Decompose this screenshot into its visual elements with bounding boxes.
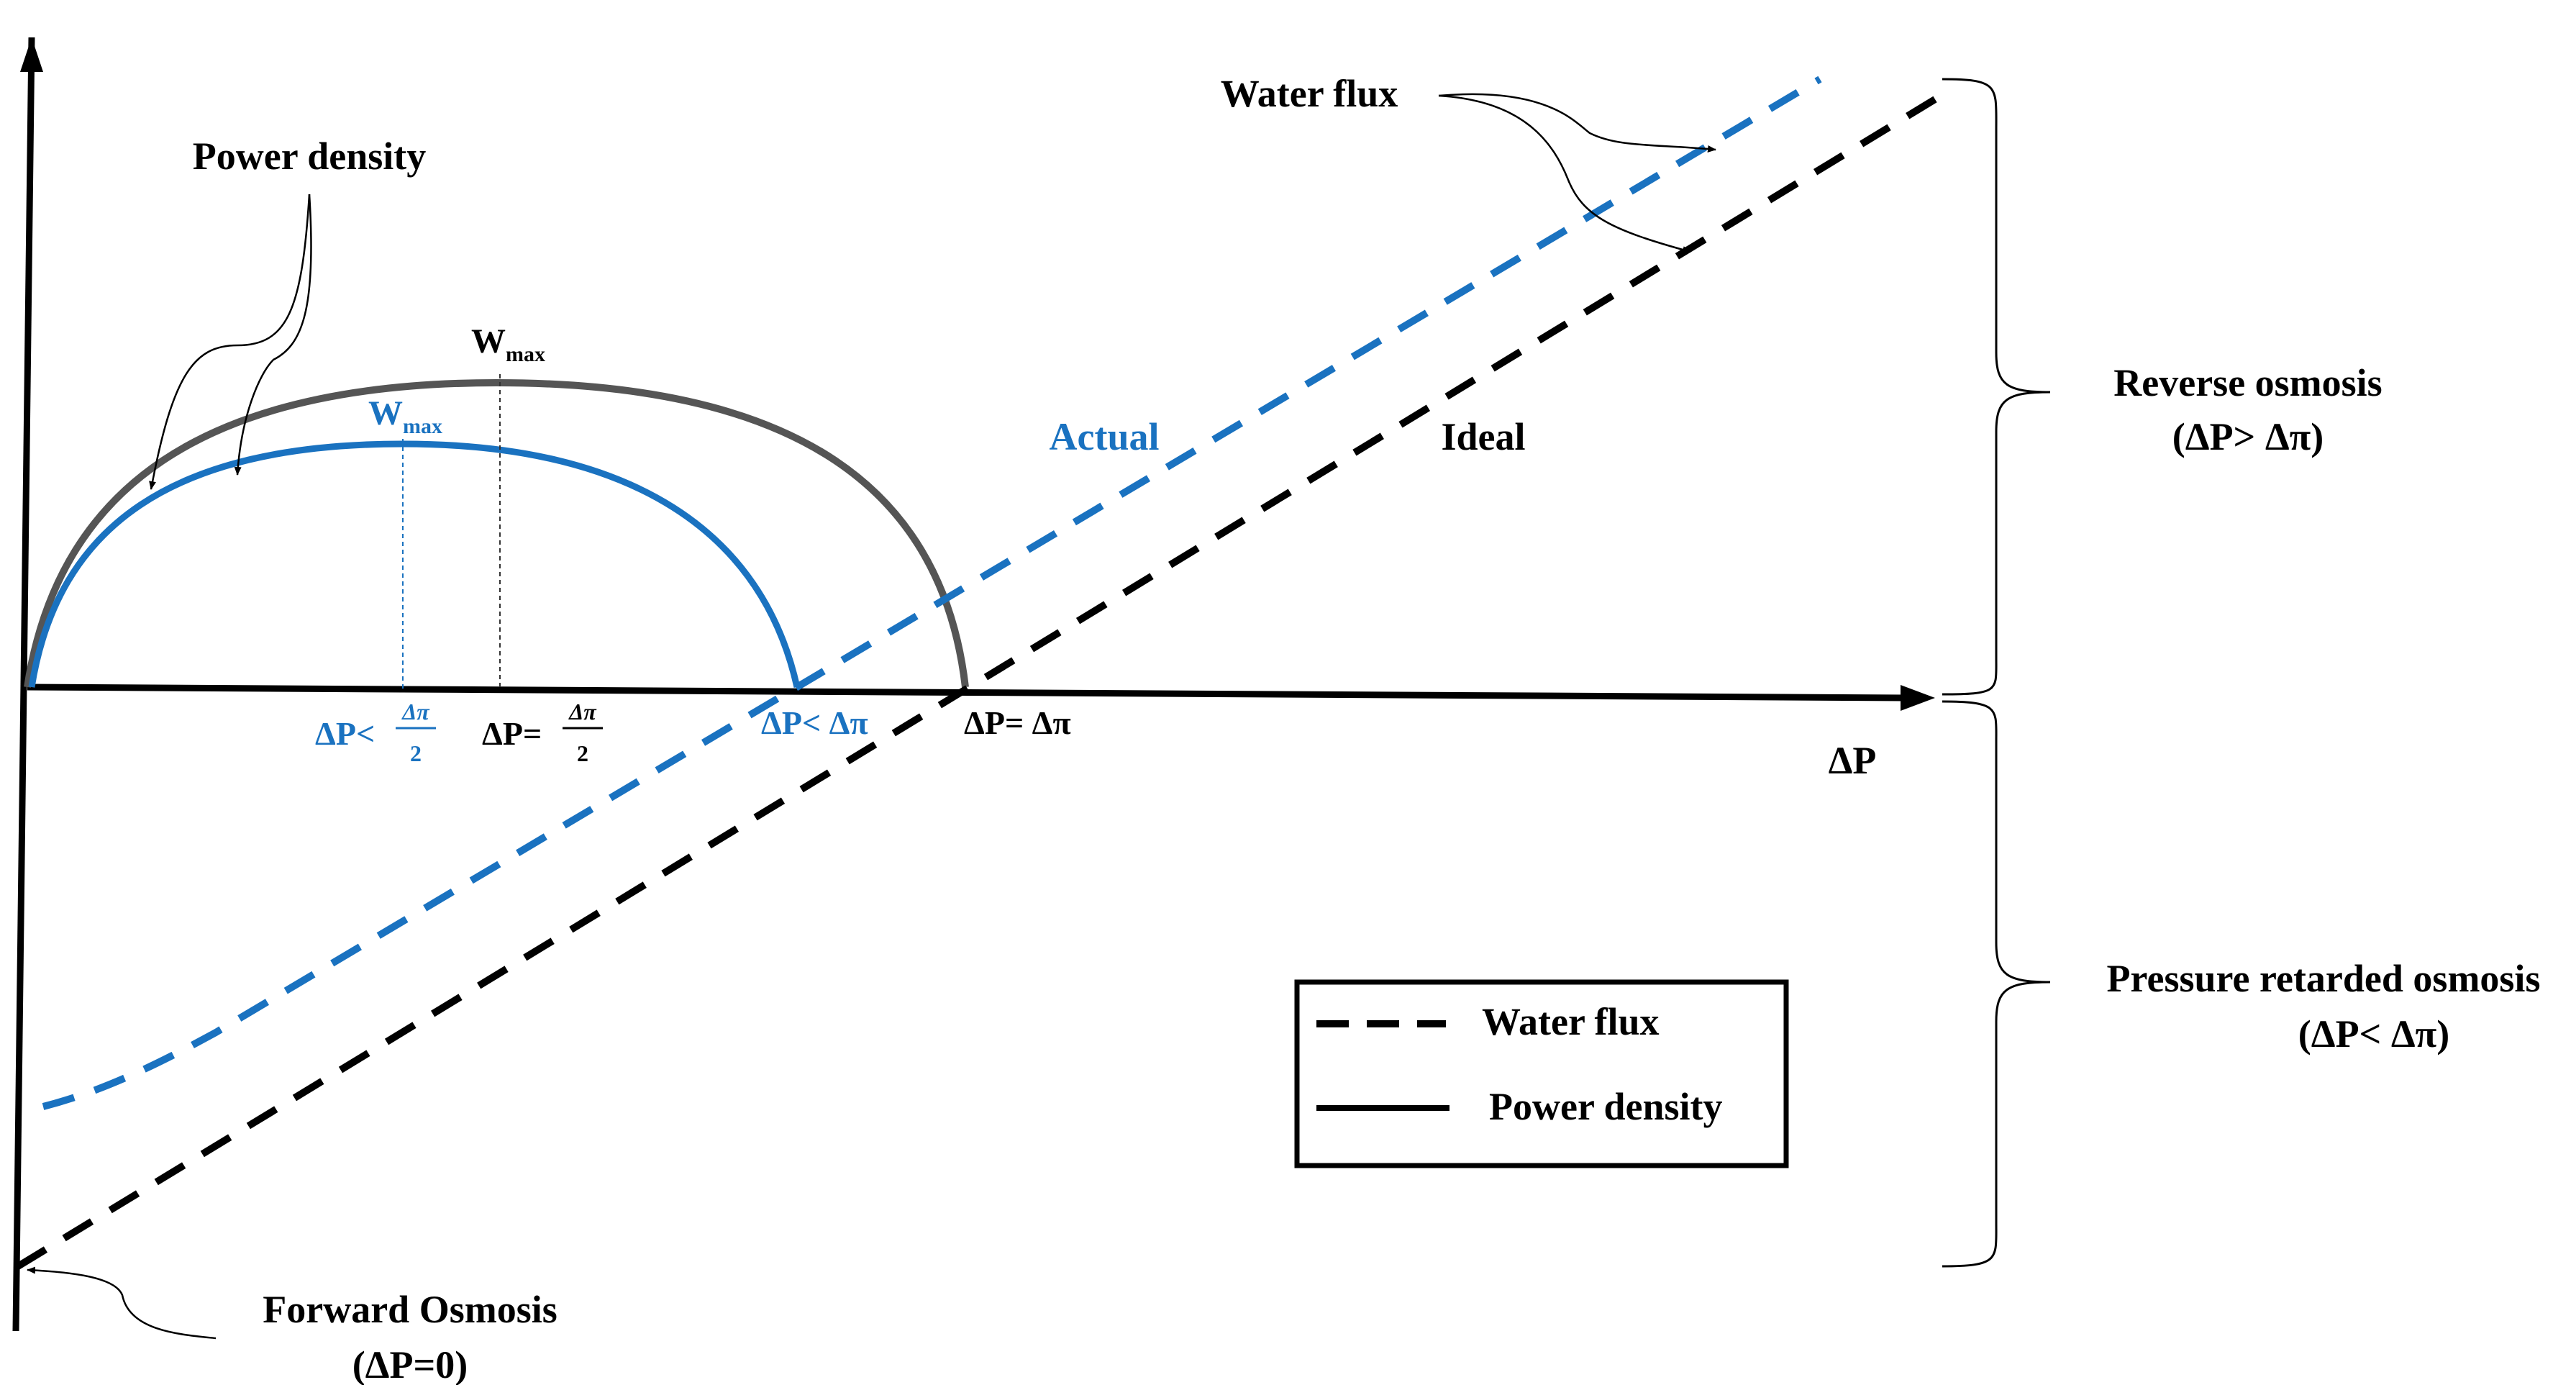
tick-ideal-half: ΔP= Δπ 2 <box>482 699 603 766</box>
water-flux-label: Water flux <box>1221 72 1398 115</box>
power-density-pointer-actual <box>234 194 312 476</box>
water-flux-pointer-actual <box>1438 93 1716 153</box>
pressure-retarded-label: Pressure retarded osmosis <box>2107 957 2541 1000</box>
legend: Water flux Power density <box>1294 979 1789 1168</box>
ideal-power-density-curve <box>24 378 969 688</box>
wmax-actual-label: Wmax <box>368 394 442 438</box>
y-axis-arrow <box>20 37 43 72</box>
x-axis-arrow <box>1901 685 1935 711</box>
tick-ideal-zero: ΔP= Δπ <box>964 704 1071 741</box>
legend-power-density-label: Power density <box>1489 1085 1722 1128</box>
tick-actual-half-denominator: 2 <box>410 740 422 766</box>
power-density-label: Power density <box>193 135 426 178</box>
reverse-osmosis-brace <box>1942 78 2051 696</box>
tick-ideal-half-numerator: Δπ <box>568 699 597 725</box>
ideal-label: Ideal <box>1441 415 1525 458</box>
pressure-retarded-condition: (ΔP< Δπ) <box>2298 1012 2450 1055</box>
svg-text:ΔP=: ΔP= <box>482 715 542 752</box>
y-axis <box>12 37 35 1332</box>
wmax-actual-subscript: max <box>403 414 442 438</box>
legend-box <box>1294 979 1789 1168</box>
pressure-retarded-brace <box>1942 700 2051 1268</box>
tick-ideal-half-denominator: 2 <box>577 740 588 766</box>
wmax-ideal-label: Wmax <box>471 322 545 366</box>
forward-osmosis-condition: (ΔP=0) <box>352 1343 468 1385</box>
power-density-pointer-ideal <box>149 194 311 490</box>
forward-osmosis-pointer <box>27 1266 217 1340</box>
actual-water-flux-line <box>42 76 1822 1110</box>
actual-power-density-curve <box>28 440 801 688</box>
legend-water-flux-label: Water flux <box>1482 1000 1659 1043</box>
wmax-ideal-subscript: max <box>506 342 545 366</box>
reverse-osmosis-label: Reverse osmosis <box>2113 361 2382 404</box>
reverse-osmosis-condition: (ΔP> Δπ) <box>2172 415 2324 458</box>
x-axis-label: ΔP <box>1829 739 1877 782</box>
actual-label: Actual <box>1050 415 1160 458</box>
water-flux-pointer-ideal <box>1438 94 1691 253</box>
tick-actual-half-numerator: Δπ <box>401 699 430 725</box>
forward-osmosis-label: Forward Osmosis <box>263 1288 557 1331</box>
svg-text:ΔP<: ΔP< <box>315 715 375 752</box>
tick-actual-half: ΔP< Δπ 2 <box>315 699 436 766</box>
tick-actual-zero: ΔP< Δπ <box>761 704 868 741</box>
